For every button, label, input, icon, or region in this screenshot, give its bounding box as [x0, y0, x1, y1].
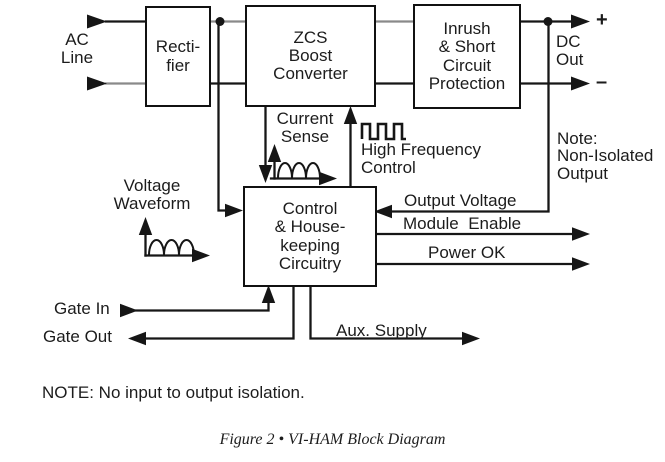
junction-dot	[543, 17, 553, 26]
junction-dot	[215, 17, 225, 26]
arrowhead-right	[571, 76, 590, 91]
arrowhead-up	[343, 106, 358, 124]
voltage-waveform-label: Voltage Waveform	[113, 176, 191, 213]
aux-supply-line	[309, 281, 464, 340]
arrowhead-up	[261, 285, 276, 303]
arrowhead-right	[120, 303, 138, 318]
ac-line-label: AC Line	[60, 30, 94, 67]
block-control-housekeeping: Control & House- keeping Circuitry	[243, 186, 377, 287]
arrowhead-right	[319, 171, 337, 186]
arrowhead-right	[87, 14, 107, 29]
arrowhead-right	[462, 331, 480, 346]
arrowhead-right	[572, 257, 590, 271]
power-ok-label: Power OK	[428, 243, 506, 262]
block-inrush-protection: Inrush & Short Circuit Protection	[413, 4, 521, 109]
high-frequency-control-label: High Frequency Control	[361, 140, 482, 177]
arrowhead-up	[267, 144, 282, 162]
arrowhead-left	[374, 204, 392, 219]
rectified-sense-line	[217, 20, 229, 212]
module-enable-label: Module Enable	[403, 214, 522, 233]
aux-supply-label: Aux. Supply	[336, 321, 427, 340]
isolation-note: NOTE: No input to output isolation.	[42, 383, 305, 402]
dc-minus-label: –	[596, 71, 608, 93]
arrowhead-right	[571, 14, 590, 29]
rectified-sine-icon	[148, 239, 195, 256]
arrowhead-right	[225, 203, 243, 218]
block-zcs-boost-converter: ZCS Boost Converter	[245, 5, 376, 107]
output-voltage-label: Output Voltage	[404, 191, 517, 210]
figure-caption: Figure 2 • VI-HAM Block Diagram	[219, 431, 446, 448]
dc-out-label: DC Out	[556, 32, 584, 69]
arrowhead-right	[572, 227, 590, 241]
arrowhead-right	[192, 248, 210, 263]
gate-in-label: Gate In	[54, 299, 110, 318]
non-isolated-note-label: Note: Non-Isolated Output	[557, 129, 654, 183]
output-voltage-line	[390, 20, 550, 213]
arrowhead-right	[87, 76, 107, 91]
arrowhead-up	[138, 217, 153, 235]
arrowhead-left	[128, 331, 146, 346]
arrowhead-down	[258, 165, 273, 183]
square-wave-icon	[360, 122, 406, 141]
dc-plus-label: +	[596, 9, 608, 31]
current-sense-label: Current Sense	[276, 109, 334, 146]
gate-out-line	[144, 281, 295, 340]
gate-in-line	[134, 300, 270, 312]
gate-out-label: Gate Out	[43, 327, 112, 346]
rectified-sine-icon	[277, 162, 321, 179]
block-rectifier: Recti- fier	[145, 6, 211, 107]
